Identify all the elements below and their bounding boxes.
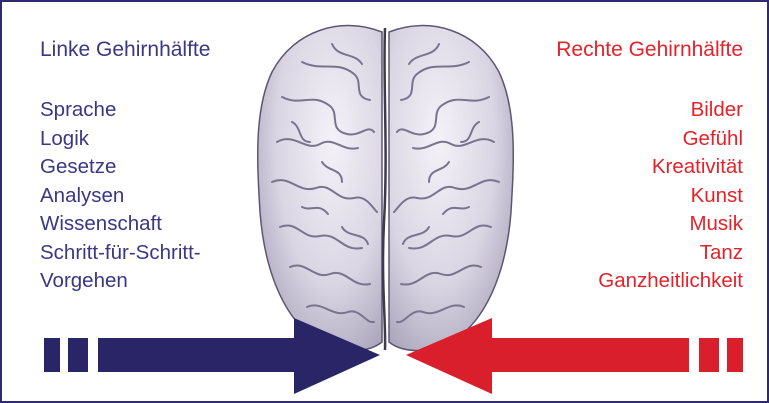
left-arrow	[44, 318, 380, 394]
left-arrow-dash	[68, 338, 88, 372]
left-arrow-head	[98, 318, 380, 394]
left-arrow-dash	[44, 338, 60, 372]
right-arrow	[406, 318, 743, 394]
right-arrow-dash	[727, 338, 743, 372]
right-arrow-dash	[699, 338, 719, 372]
right-arrow-head	[406, 318, 689, 394]
